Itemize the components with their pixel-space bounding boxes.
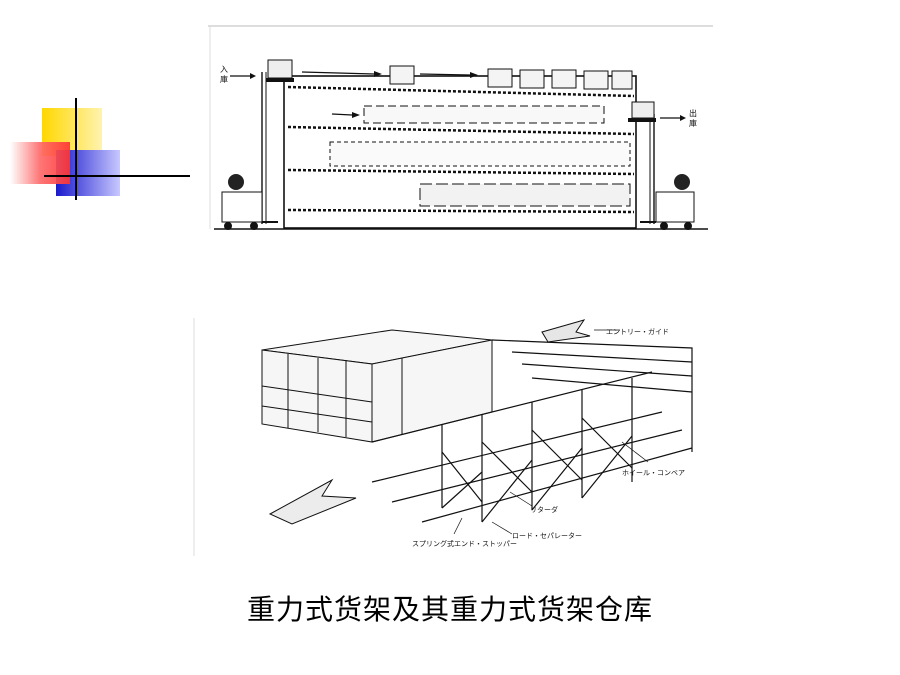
label-retarder: リターダ bbox=[530, 505, 558, 514]
rack-level-4 bbox=[287, 183, 635, 214]
deco-red-square bbox=[10, 142, 70, 184]
exit-label-char-2: 庫 bbox=[689, 118, 697, 128]
corner-decoration bbox=[10, 98, 190, 200]
entry-arrow bbox=[541, 319, 591, 343]
label-entry-guide: エントリー・ガイド bbox=[606, 327, 669, 336]
label-load-separator: ロード・セパレーター bbox=[512, 531, 582, 540]
rack-level-3 bbox=[287, 141, 635, 176]
rack-frame-lattice bbox=[371, 339, 693, 523]
label-spring-end-stopper: スプリング式エンド・ストッパー bbox=[412, 539, 517, 548]
entry-label-char-2: 庫 bbox=[220, 74, 228, 84]
exit-label-char-1: 出 bbox=[689, 108, 697, 118]
entry-label-char-1: 入 bbox=[220, 65, 228, 74]
gravity-rack-warehouse-figure: エントリー・ガイド ホイール・コンベア リターダ ロード・セパレーター スプリン… bbox=[192, 312, 712, 558]
pallet-box-stack bbox=[261, 329, 493, 443]
slide-caption: 重力式货架及其重力式货架仓库 bbox=[246, 593, 653, 626]
gravity-rack-side-view-figure: 入 庫 出 庫 bbox=[208, 24, 713, 236]
rack-level-1 bbox=[287, 65, 635, 98]
label-wheel-conveyor: ホイール・コンベア bbox=[622, 469, 685, 477]
exit-arrow bbox=[268, 478, 357, 525]
rack-level-2 bbox=[287, 105, 635, 136]
